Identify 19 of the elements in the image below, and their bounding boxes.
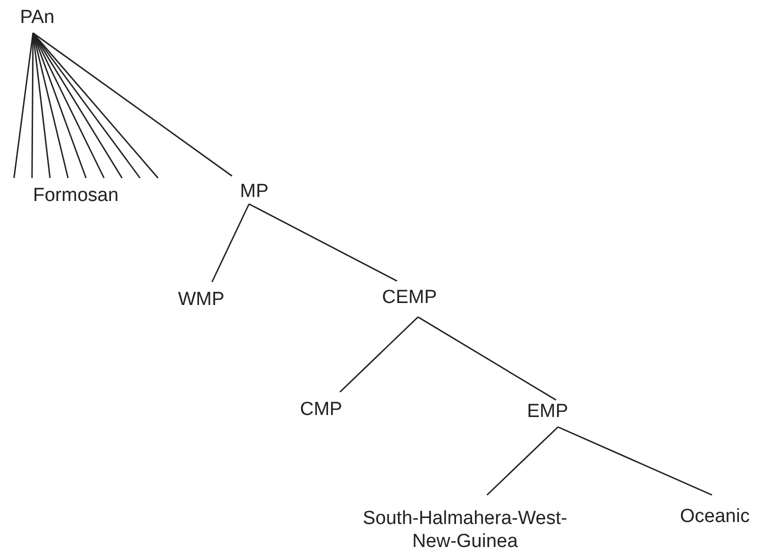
tree-node-label: EMP: [527, 400, 568, 423]
tree-branch-line: [13, 32, 34, 178]
tree-branch-line: [32, 32, 51, 178]
tree-node-label: MP: [240, 180, 268, 203]
group-label: Formosan: [33, 184, 119, 207]
tree-branch-line: [211, 204, 250, 282]
tree-node-label: Oceanic: [680, 505, 750, 528]
tree-node-label: CMP: [300, 398, 342, 421]
tree-node-label: WMP: [178, 288, 224, 311]
tree-branch-line: [32, 32, 232, 177]
tree-node-label: South-Halmahera-West-New-Guinea: [355, 507, 575, 553]
tree-node-label: CEMP: [382, 286, 437, 309]
tree-branch-line: [248, 203, 398, 282]
tree-branch-line: [558, 426, 712, 496]
tree-branch-line: [340, 316, 418, 392]
tree-branch-line: [486, 426, 558, 496]
tree-branch-line: [32, 32, 69, 178]
tree-node-label: PAn: [20, 6, 55, 29]
tree-branch-line: [418, 316, 556, 401]
